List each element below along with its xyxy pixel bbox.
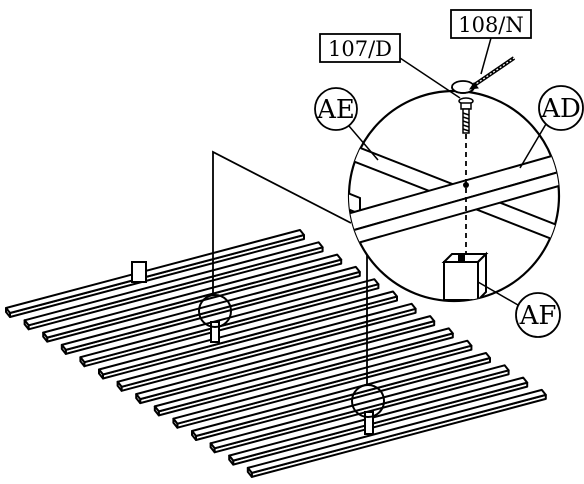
callout-ae: AE [314,87,379,161]
callout-af: AF [477,281,561,338]
joint-highlight-circles [198,294,385,418]
label-107-d: 107/D [328,37,392,61]
grid-rail [42,253,343,343]
post-hole [458,255,465,261]
cross-beam-end [131,261,147,283]
grid-rail [228,376,529,466]
grid-rail [191,352,491,441]
grid-rail [246,388,547,478]
grid-rail [209,364,510,454]
grid-rail [135,315,436,405]
grid-frame [5,229,547,478]
callout-108-n: 108/N [450,9,532,75]
grid-rail [60,265,361,355]
label-ad: AD [540,94,581,124]
detail-view [347,89,561,303]
joint-circle-2 [351,384,385,418]
leader-line-1 [212,150,352,296]
grid-rail [172,339,473,429]
wrench-icon [451,56,516,94]
joint-circle-1 [198,294,232,328]
grid-rail [5,229,305,318]
grid-rail [153,327,454,417]
label-ae: AE [316,95,355,125]
grid-rail [116,302,417,392]
label-108-n: 108/N [458,13,524,37]
grid-rail [98,290,398,380]
leader-lines [212,150,368,386]
callout-ad: AD [519,85,584,169]
support-posts [210,321,374,435]
bolt-icon [458,97,474,134]
callout-107-d: 107/D [319,33,461,99]
beam-ad-detail [349,146,559,236]
post-af-detail [443,261,479,301]
fastening-point [463,182,469,188]
grid-rail [79,278,380,368]
grid-rail [23,241,324,331]
label-af: AF [519,301,557,331]
